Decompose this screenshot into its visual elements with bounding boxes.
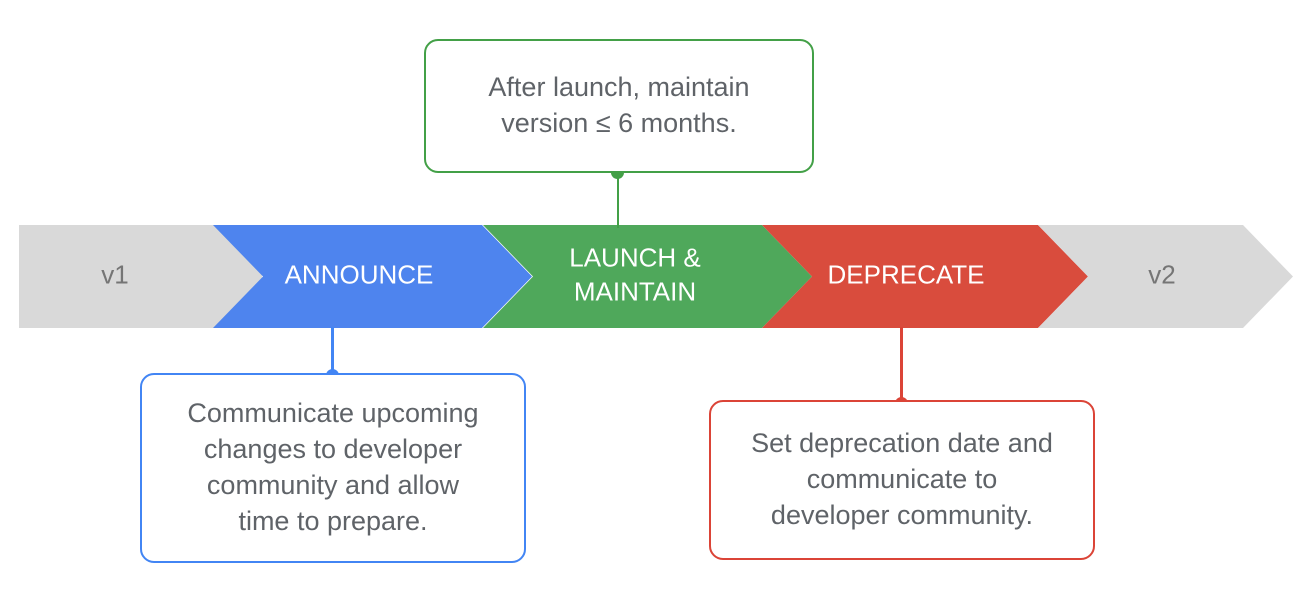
chevron-v1[interactable] xyxy=(19,225,262,328)
chevron-label-launch-maintain: LAUNCH &MAINTAIN xyxy=(569,242,700,306)
chevron-launch-maintain[interactable] xyxy=(483,225,812,328)
chevron-deprecate[interactable] xyxy=(762,225,1088,328)
connector-line-announce xyxy=(331,327,334,377)
callout-deprecate: Set deprecation date and communicate to … xyxy=(709,400,1095,560)
chevron-announce[interactable] xyxy=(213,225,532,328)
callout-announce: Communicate upcoming changes to develope… xyxy=(140,373,526,563)
connector-line-launch-maintain xyxy=(616,172,619,228)
connector-line-deprecate xyxy=(900,327,903,405)
chevron-v2[interactable] xyxy=(1038,225,1293,328)
chevron-label-deprecate: DEPRECATE xyxy=(828,259,985,289)
chevron-label-v2: v2 xyxy=(1148,259,1175,289)
callout-launch-maintain: After launch, maintain version ≤ 6 month… xyxy=(424,39,814,173)
chevron-label-v1: v1 xyxy=(101,259,128,289)
chevron-label-announce: ANNOUNCE xyxy=(285,259,434,289)
